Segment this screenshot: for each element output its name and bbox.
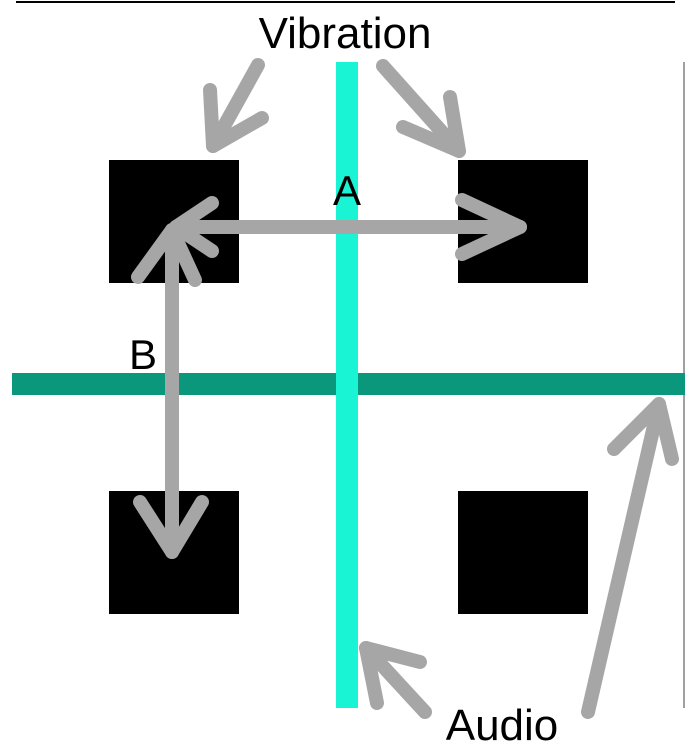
vibration-pointer-right [376, 59, 466, 158]
distance-arrow-b [131, 223, 209, 559]
audio-label: Audio [446, 701, 559, 746]
vibration-label: Vibration [259, 9, 432, 58]
vertical-audio-line [336, 62, 358, 708]
distance-label-b: B [129, 331, 157, 378]
audio-pointer-horizontal-line [581, 397, 679, 719]
square-bottom-right [458, 491, 588, 614]
distance-label-a: A [333, 167, 361, 214]
vibration-pointer-left [203, 58, 269, 153]
audio-pointer-vertical-line [359, 641, 432, 719]
